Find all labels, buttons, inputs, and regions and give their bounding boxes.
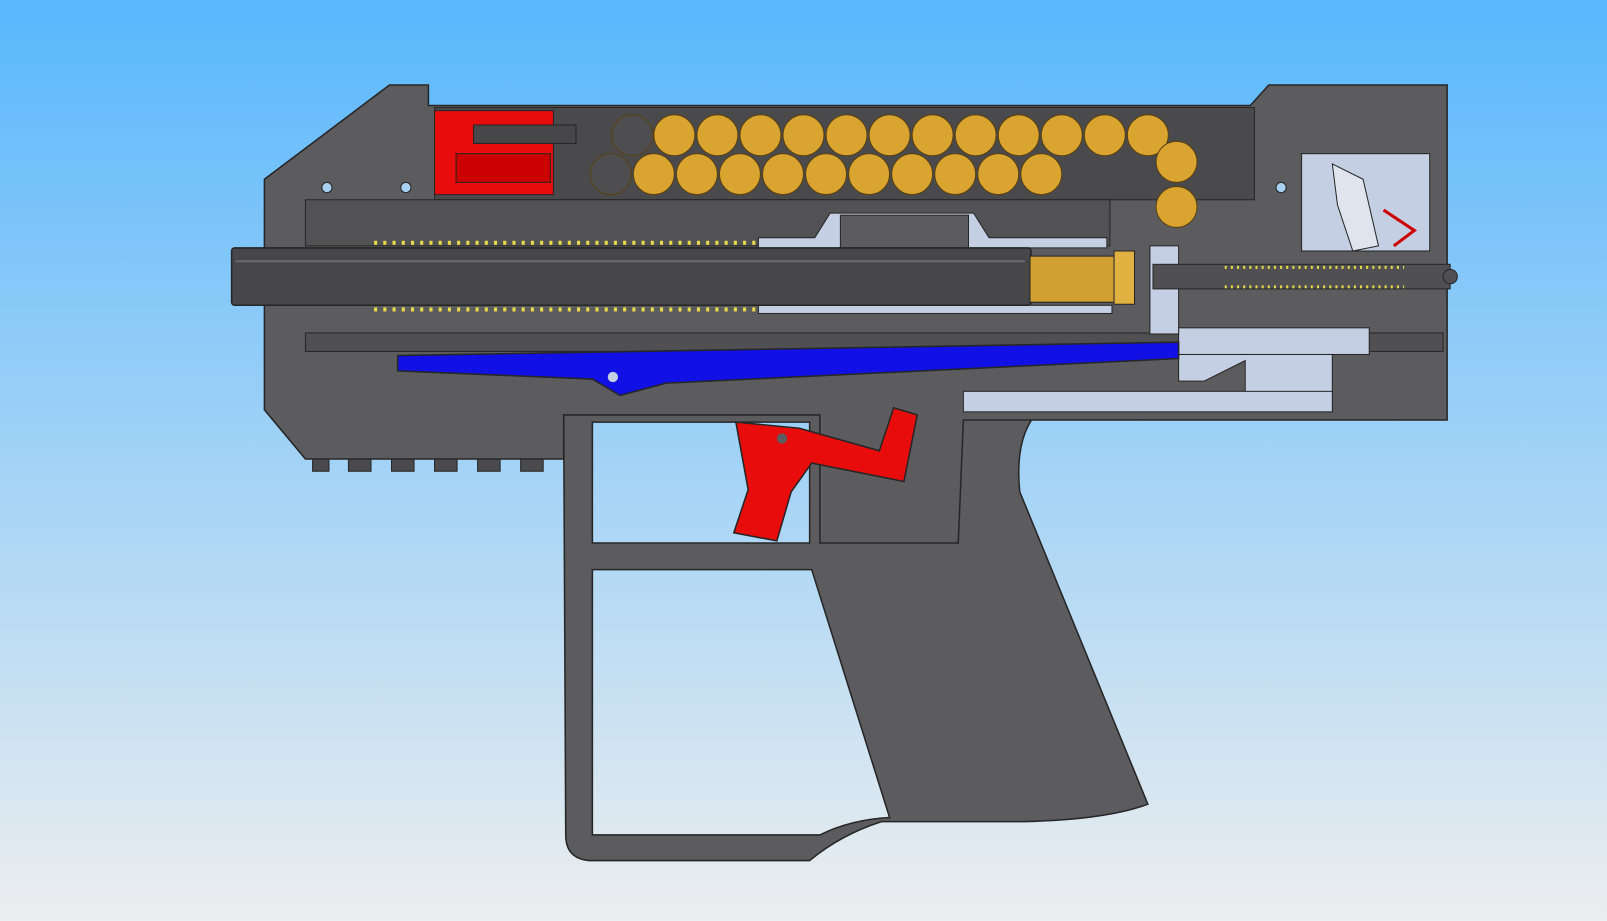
ammo-ball	[997, 114, 1040, 157]
ammo-ball	[911, 114, 954, 157]
receiver-pins	[321, 181, 1287, 194]
ammo-ball	[675, 153, 718, 196]
follower-rod	[472, 124, 577, 144]
ammo-ball	[718, 153, 761, 196]
ammo-ball	[1083, 114, 1126, 157]
ammo-ball	[1155, 185, 1198, 228]
trigger-bar	[396, 341, 1180, 397]
ammo-ball	[977, 153, 1020, 196]
ammo-ball	[653, 114, 696, 157]
ammo-ball	[934, 153, 977, 196]
trigger-bar-pin	[607, 371, 618, 383]
barrel	[230, 247, 1032, 307]
ammo-ball	[868, 114, 911, 157]
hammer-mechanism	[1331, 163, 1380, 252]
ammo-balls	[589, 114, 1198, 228]
rear-pin	[1442, 268, 1458, 285]
ammo-ball	[1020, 153, 1063, 196]
ammo-ball	[1155, 140, 1198, 183]
ammo-ball	[696, 114, 739, 157]
ammo-ball-spent	[611, 114, 654, 157]
ammo-ball	[739, 114, 782, 157]
ammo-ball	[891, 153, 934, 196]
ammo-ball	[761, 153, 805, 196]
ammo-ball	[954, 114, 997, 157]
ammo-ball	[848, 153, 891, 196]
follower-spring-housing	[455, 153, 551, 183]
ammo-ball	[632, 153, 675, 196]
ammo-ball	[805, 153, 848, 196]
ammo-ball	[1126, 114, 1169, 157]
bolt-nozzle	[1113, 250, 1136, 305]
ammo-ball	[782, 114, 825, 157]
bolt	[1029, 255, 1115, 303]
ammo-ball	[1040, 114, 1083, 157]
ammo-ball-spent	[589, 153, 632, 196]
trigger-pin	[776, 433, 788, 444]
grip-opening	[591, 568, 891, 836]
hammer-red-link	[1382, 208, 1417, 248]
striker-rod	[1152, 263, 1451, 290]
ammo-ball	[825, 114, 868, 157]
